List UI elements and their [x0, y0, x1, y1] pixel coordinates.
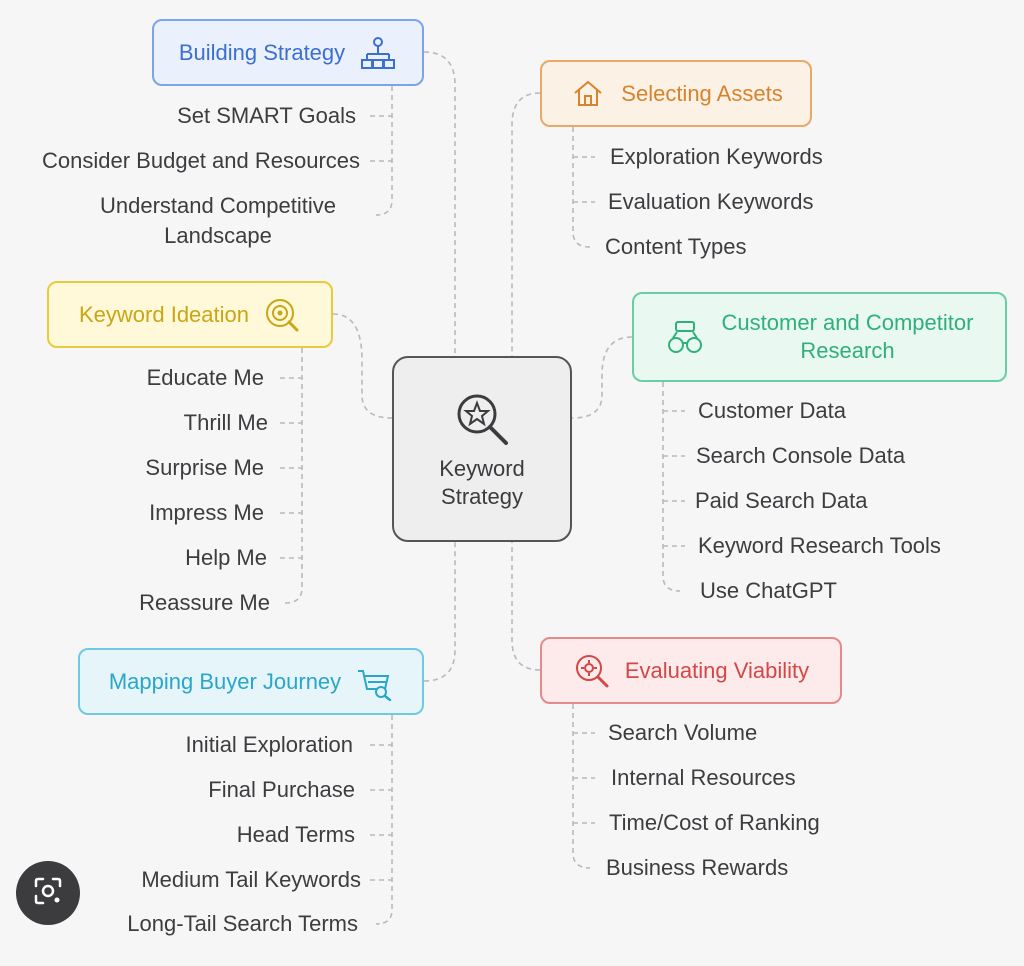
- buyer-journey-item: Initial Exploration: [185, 732, 353, 757]
- selecting-assets-item: Exploration Keywords: [610, 144, 823, 169]
- customer-research-item: Keyword Research Tools: [698, 533, 941, 558]
- keyword-ideation-node: Keyword Ideation: [47, 281, 333, 348]
- buyer-journey-item: Long-Tail Search Terms: [127, 911, 358, 936]
- building-strategy-title: Building Strategy: [178, 39, 346, 65]
- keyword-ideation-title: Keyword Ideation: [79, 301, 249, 327]
- keyword-ideation-item: Impress Me: [149, 500, 264, 525]
- keyword-ideation-item: Surprise Me: [145, 455, 264, 480]
- buyer-journey-item: Head Terms: [236, 822, 355, 847]
- evaluating-viability-item: Search Volume: [608, 720, 758, 745]
- customer-research-item: Use ChatGPT: [700, 578, 837, 603]
- buyer-journey-item: Final Purchase: [208, 777, 355, 802]
- connector-selecting-assets: [511, 92, 541, 356]
- target-search-icon: [263, 296, 301, 334]
- binoculars-icon: [666, 318, 704, 356]
- customer-research-item: Customer Data: [698, 398, 846, 423]
- center-title-line1: Keyword: [439, 456, 525, 481]
- customer-research-title-line2: Research: [800, 338, 895, 363]
- center-title-line2: Strategy: [441, 484, 523, 509]
- hierarchy-icon: [359, 34, 397, 72]
- keyword-ideation-item: Reassure Me: [139, 590, 270, 615]
- connector-evaluating-viability: [511, 540, 541, 671]
- evaluating-viability-item: Business Rewards: [606, 855, 789, 880]
- selecting-assets-item: Evaluation Keywords: [608, 189, 814, 214]
- buyer-journey-title: Mapping Buyer Journey: [108, 668, 342, 694]
- house-hand-icon: [569, 75, 607, 113]
- lens-search-button[interactable]: [16, 861, 80, 925]
- keyword-ideation-item: Thrill Me: [183, 410, 268, 435]
- star-search-icon: [450, 387, 514, 451]
- customer-research-item: Paid Search Data: [695, 488, 868, 513]
- selecting-assets-item: Content Types: [605, 234, 747, 259]
- evaluating-viability-title: Evaluating Viability: [624, 657, 810, 683]
- evaluating-viability-node: Evaluating Viability: [540, 637, 842, 704]
- connector-keyword-ideation: [332, 313, 393, 419]
- building-strategy-item: Set SMART Goals: [177, 103, 356, 128]
- buyer-journey-item: Medium Tail Keywords: [141, 867, 361, 892]
- evaluating-viability-item: Internal Resources: [611, 765, 796, 790]
- selecting-assets-title: Selecting Assets: [621, 80, 783, 106]
- buyer-journey-node: Mapping Buyer Journey: [78, 648, 424, 715]
- center-node: Keyword Strategy: [392, 356, 572, 542]
- connector-buyer-journey: [423, 540, 456, 682]
- building-strategy-node: Building Strategy: [152, 19, 424, 86]
- keyword-ideation-item: Help Me: [185, 545, 267, 570]
- customer-research-item: Search Console Data: [696, 443, 906, 468]
- building-strategy-item: Understand Competitive Landscape: [99, 193, 336, 248]
- evaluating-viability-item: Time/Cost of Ranking: [609, 810, 820, 835]
- lens-camera-icon: [32, 875, 64, 912]
- customer-research-node: Customer and Competitor Research: [632, 292, 1007, 382]
- building-strategy-item: Consider Budget and Resources: [42, 148, 360, 173]
- gear-search-icon: [573, 652, 611, 690]
- connector-building-strategy: [423, 51, 456, 356]
- connector-customer-research: [571, 336, 633, 419]
- cart-search-icon: [355, 663, 393, 701]
- selecting-assets-node: Selecting Assets: [540, 60, 812, 127]
- customer-research-title-line1: Customer and Competitor: [721, 310, 974, 335]
- keyword-ideation-item: Educate Me: [146, 365, 264, 390]
